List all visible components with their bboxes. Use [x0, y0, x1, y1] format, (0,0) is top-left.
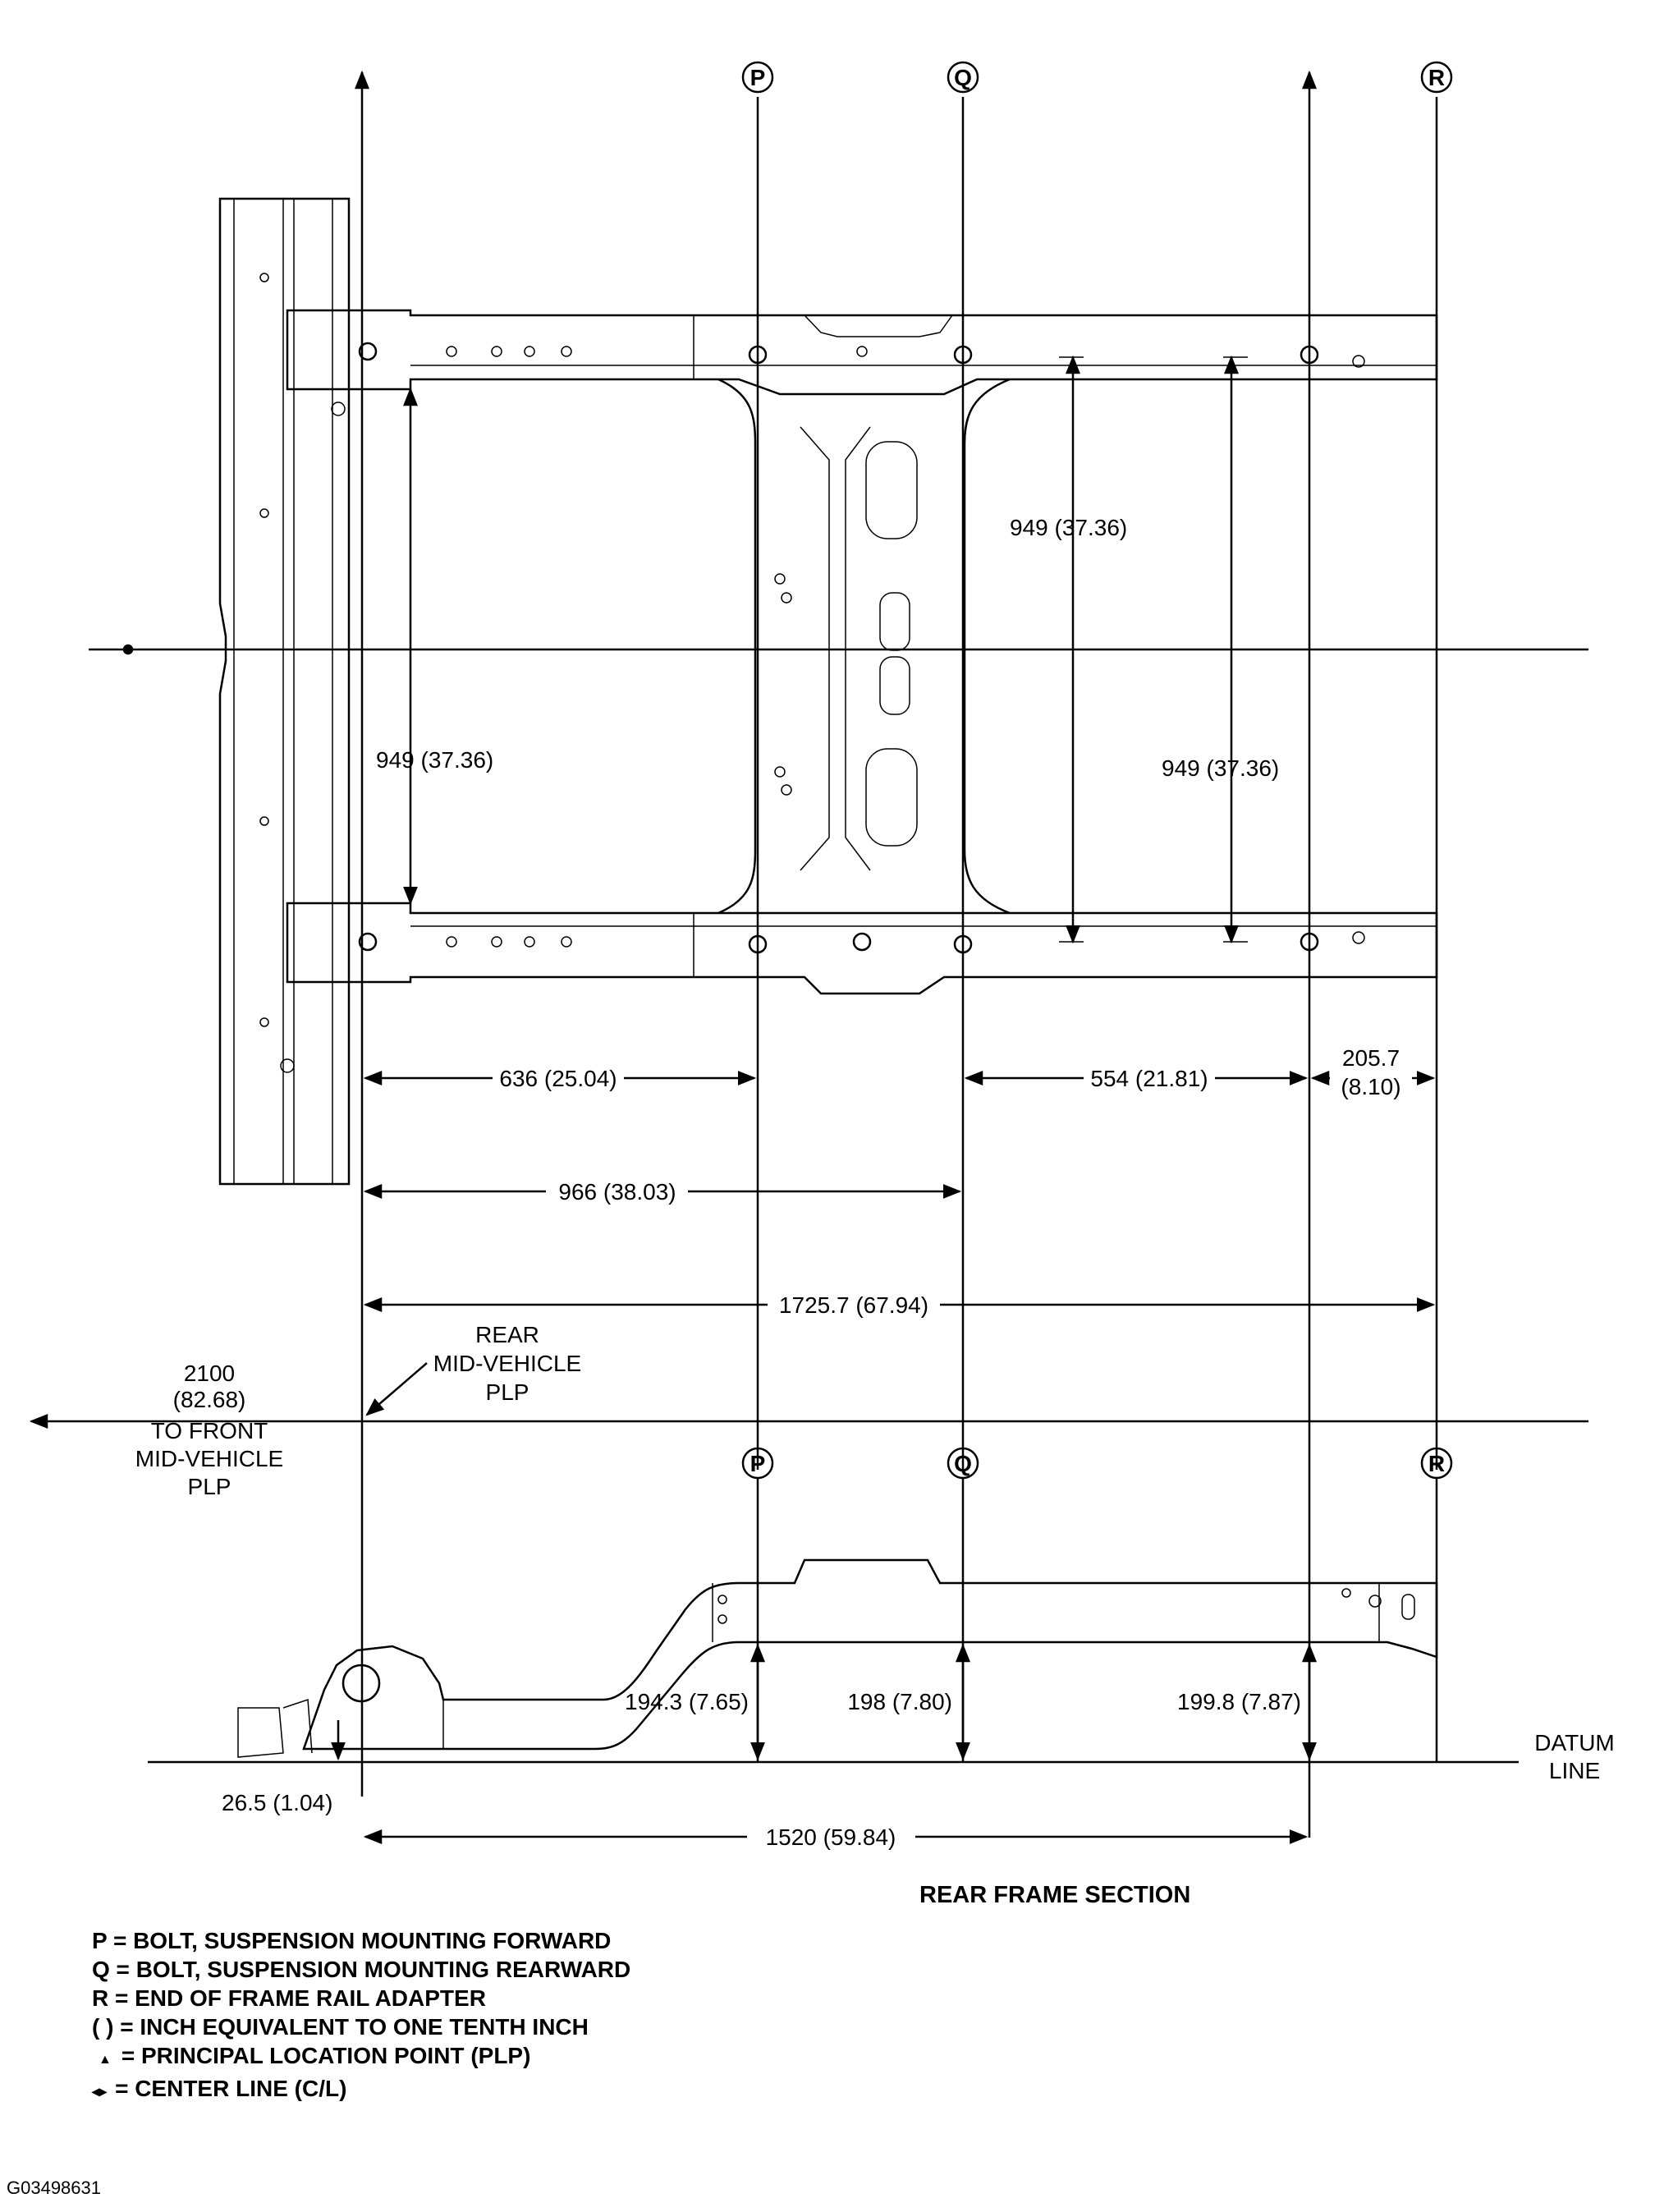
width-dim-center: 949 (37.36)	[1010, 515, 1127, 540]
center-cross-member	[717, 378, 1011, 915]
height-r: 199.8 (7.87)	[1177, 1689, 1301, 1714]
svg-text:2100: 2100	[184, 1361, 235, 1386]
marker-q-label: Q	[954, 65, 972, 90]
dim-205-7: 205.7	[1342, 1045, 1400, 1071]
front-cross-member	[218, 197, 351, 1186]
height-p: 194.3 (7.65)	[625, 1689, 749, 1714]
svg-text:PLP: PLP	[188, 1474, 231, 1499]
height-q: 198 (7.80)	[847, 1689, 952, 1714]
legend-item-q: Q = BOLT, SUSPENSION MOUNTING REARWARD	[92, 1957, 631, 1982]
dim-966: 966 (38.03)	[558, 1179, 676, 1205]
datum-label-line2: LINE	[1549, 1758, 1600, 1783]
side-frame-profile	[237, 1558, 1438, 1758]
marker-r-label: R	[1428, 65, 1445, 90]
svg-text:(82.68): (82.68)	[173, 1387, 246, 1412]
legend: P = BOLT, SUSPENSION MOUNTING FORWARD Q …	[92, 1926, 630, 2106]
lower-frame-rail	[286, 902, 1438, 995]
dim-554: 554 (21.81)	[1090, 1066, 1208, 1091]
dim-1725-7: 1725.7 (67.94)	[779, 1292, 928, 1318]
width-dim-left: 949 (37.36)	[376, 747, 493, 773]
marker-p-label: P	[750, 65, 766, 90]
rear-plp-label: REAR MID-VEHICLE PLP	[433, 1322, 581, 1405]
height-front: 26.5 (1.04)	[222, 1790, 332, 1815]
svg-text:PLP: PLP	[486, 1379, 529, 1405]
marker-p-top	[741, 61, 774, 94]
front-plp-label: 2100 (82.68) TO FRONT MID-VEHICLE PLP	[135, 1361, 283, 1499]
svg-text:Q: Q	[954, 1451, 972, 1476]
section-title: REAR FRAME SECTION	[919, 1882, 1191, 1908]
dim-205-7-inch: (8.10)	[1341, 1074, 1400, 1099]
svg-text:TO FRONT: TO FRONT	[151, 1418, 268, 1443]
marker-r-top	[1420, 61, 1453, 94]
legend-item-r: R = END OF FRAME RAIL ADAPTER	[92, 1985, 486, 2011]
legend-item-cl: ◂▸= CENTER LINE (C/L)	[92, 2076, 347, 2101]
width-dim-right: 949 (37.36)	[1162, 755, 1279, 781]
legend-item-p: P = BOLT, SUSPENSION MOUNTING FORWARD	[92, 1928, 612, 1953]
svg-text:P: P	[750, 1451, 766, 1476]
svg-text:REAR: REAR	[475, 1322, 539, 1347]
dim-636: 636 (25.04)	[499, 1066, 617, 1091]
svg-text:MID-VEHICLE: MID-VEHICLE	[135, 1446, 283, 1471]
marker-q-top	[947, 61, 979, 94]
marker-labels-side: P Q R	[750, 1451, 1445, 1476]
legend-item-plp: ▲= PRINCIPAL LOCATION POINT (PLP)	[99, 2043, 531, 2068]
datum-label-line1: DATUM	[1534, 1730, 1614, 1755]
figure-id: G03498631	[7, 2178, 101, 2198]
center-line-icon: ◂▸	[92, 2083, 108, 2100]
dim-1520: 1520 (59.84)	[766, 1824, 896, 1850]
marker-labels-top: P Q R	[750, 65, 1445, 90]
upper-frame-rail	[286, 309, 1438, 396]
legend-item-paren: ( ) = INCH EQUIVALENT TO ONE TENTH INCH	[92, 2014, 589, 2040]
plp-triangle-icon: ▲	[99, 2053, 112, 2067]
svg-text:MID-VEHICLE: MID-VEHICLE	[433, 1351, 581, 1376]
svg-text:R: R	[1428, 1451, 1445, 1476]
